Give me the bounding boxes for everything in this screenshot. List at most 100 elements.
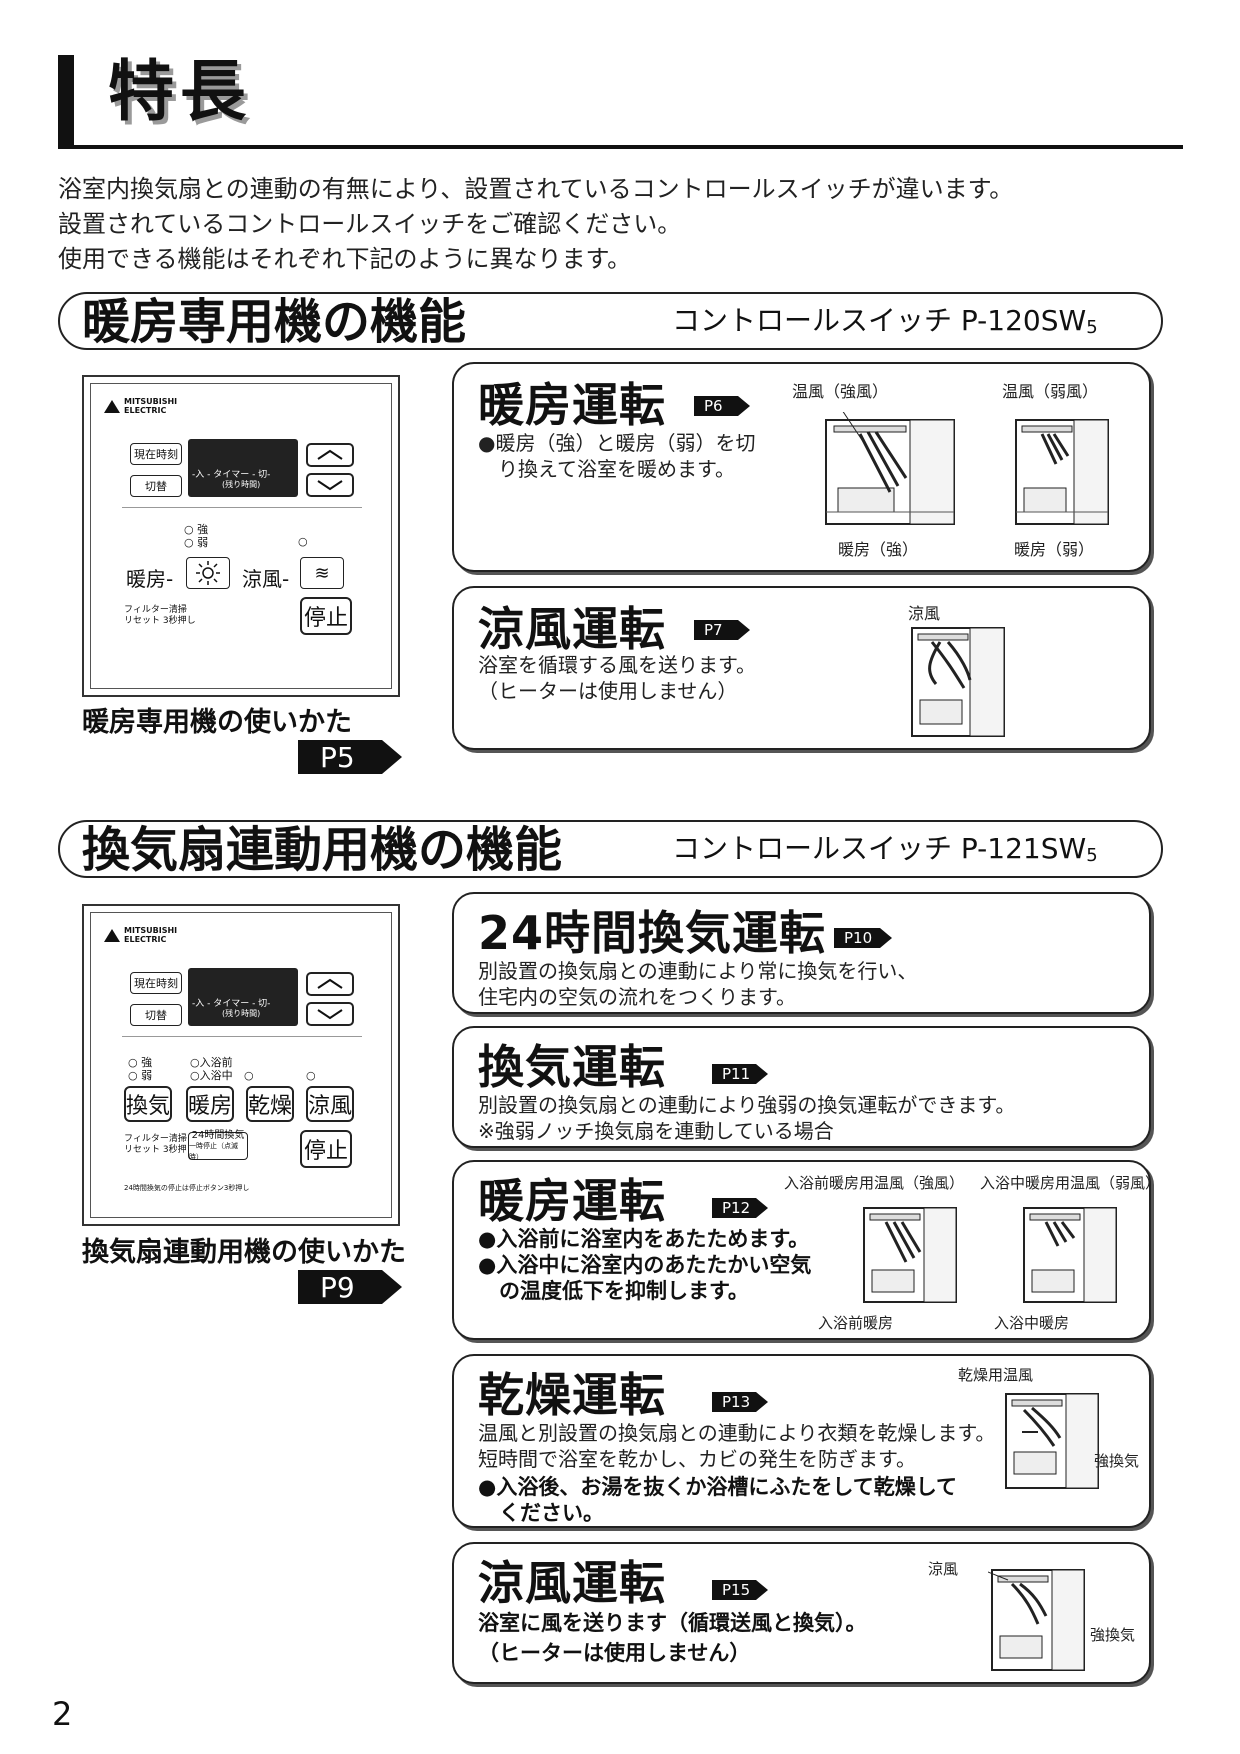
- caption: 暖房（弱）: [1014, 540, 1095, 559]
- card-body-line: ●入浴後、お湯を抜くか浴槽にふたをして乾燥して: [478, 1475, 958, 1499]
- cool-label-text: 涼風: [242, 567, 282, 591]
- card-body-line: （ヒーターは使用しません）: [478, 679, 738, 703]
- card-body-bold: 浴室に風を送ります（循環送風と換気）。 （ヒーターは使用しません）: [478, 1608, 867, 1668]
- usage-label: 暖房専用機の使いかた: [82, 707, 352, 738]
- section2-header: 換気扇連動用機の機能 コントロールスイッチ P-121SW5: [58, 820, 1163, 878]
- filter-reset-label: フィルター清掃 リセット 3秒押し: [124, 1134, 196, 1156]
- title-accent-bar: [58, 55, 74, 147]
- cool-label: 涼風-: [242, 567, 290, 591]
- card-body: ●暖房（強）と暖房（弱）を切 り換えて浴室を暖めます。: [478, 430, 755, 482]
- vent-button[interactable]: 換気: [124, 1086, 172, 1122]
- card-body: ●入浴前に浴室内をあたためます。 ●入浴中に浴室内のあたたかい空気 の温度低下を…: [478, 1226, 811, 1304]
- feature-card-heating-2: 暖房運転 P12 ●入浴前に浴室内をあたためます。 ●入浴中に浴室内のあたたかい…: [452, 1160, 1160, 1340]
- down-button[interactable]: [306, 473, 354, 497]
- caption: 入浴中暖房用温風（弱風）: [980, 1174, 1161, 1192]
- bathroom-heating-weak-illustration: [1015, 419, 1109, 525]
- chevron-up-icon: [317, 449, 343, 460]
- card-page-ref[interactable]: P15: [712, 1580, 768, 1600]
- card-page-ref[interactable]: P13: [712, 1392, 768, 1412]
- caption: 涼風: [928, 1560, 959, 1578]
- card-page-ref[interactable]: P6: [694, 396, 750, 416]
- stop-button[interactable]: 停止: [300, 597, 352, 635]
- card-body-line: 住宅内の空気の流れをつくります。: [478, 985, 796, 1009]
- bath-before-text: 入浴前: [199, 1056, 233, 1069]
- dry-button[interactable]: 乾燥: [246, 1086, 294, 1122]
- remote-footnote: 24時間換気の停止は停止ボタン3秒押し: [124, 1184, 250, 1192]
- caption: 強換気: [1090, 1626, 1136, 1644]
- card-body-line: 温風と別設置の換気扇との連動により衣類を乾燥します。: [478, 1421, 996, 1445]
- filter-line2: リセット 3秒押し: [124, 616, 196, 626]
- switch-button[interactable]: 切替: [130, 1004, 182, 1026]
- remote-panel: [90, 383, 392, 689]
- card-body-line: の温度低下を抑制します。: [478, 1279, 749, 1303]
- up-button[interactable]: [306, 972, 354, 996]
- bathroom-heating-strong-illustration: [825, 412, 955, 525]
- bath-during-text: 入浴中: [199, 1069, 233, 1082]
- brand-line2: ELECTRIC: [124, 406, 167, 415]
- usage-label: 換気扇連動用機の使いかた: [82, 1237, 406, 1268]
- intro-line: 浴室内換気扇との連動の有無により、設置されているコントロールスイッチが違います。: [58, 175, 1014, 203]
- card-body: 別設置の換気扇との連動により常に換気を行い、 住宅内の空気の流れをつくります。: [478, 958, 917, 1010]
- card-body-line: ●入浴前に浴室内をあたためます。: [478, 1227, 810, 1251]
- caption: 乾燥用温風: [958, 1366, 1034, 1384]
- card-title: 換気運転: [478, 1040, 666, 1094]
- level-strong-text: 強: [197, 523, 209, 536]
- lcd-timer-label: -入 - タイマー - 切-: [192, 999, 271, 1009]
- heating-button[interactable]: 暖房: [186, 1086, 234, 1122]
- stop-button[interactable]: 停止: [300, 1130, 352, 1168]
- card-body-line: ※強弱ノッチ換気扇を連動している場合: [478, 1119, 834, 1143]
- card-title: 暖房運転: [478, 1174, 666, 1228]
- card-body-line: （ヒーターは使用しません）: [478, 1641, 751, 1665]
- caption: 入浴中暖房: [994, 1314, 1070, 1332]
- page-ref-tag[interactable]: P5: [298, 740, 402, 774]
- clock-button[interactable]: 現在時刻: [130, 972, 182, 994]
- section2-model: コントロールスイッチ P-121SW5: [672, 832, 1098, 865]
- caption: 暖房（強）: [838, 540, 919, 559]
- bathroom-during-bath-illustration: [1023, 1207, 1117, 1303]
- card-page-ref[interactable]: P7: [694, 620, 750, 640]
- card-page-ref[interactable]: P12: [712, 1198, 768, 1218]
- caption: 温風（弱風）: [1002, 382, 1099, 401]
- card-title: 涼風運転: [478, 602, 666, 656]
- vent24-button[interactable]: 24時間換気 一時停止（点滅時）: [188, 1129, 248, 1161]
- cool-indicator: ○: [306, 1069, 316, 1082]
- caption: 入浴前暖房用温風（強風）: [784, 1174, 965, 1192]
- lcd-display: -入 - タイマー - 切- (残り時間): [188, 439, 298, 497]
- up-button[interactable]: [306, 443, 354, 467]
- cool-button[interactable]: 涼風: [306, 1086, 354, 1122]
- section2-model-prefix: コントロールスイッチ P-121SW: [672, 832, 1087, 865]
- section1-header: 暖房専用機の機能 コントロールスイッチ P-120SW5: [58, 292, 1163, 350]
- cool-button[interactable]: ≋: [300, 557, 344, 589]
- clock-button[interactable]: 現在時刻: [130, 443, 182, 465]
- card-title: 乾燥運転: [478, 1368, 666, 1422]
- card-body-line: ●暖房（強）と暖房（弱）を切: [478, 431, 756, 455]
- brand-line1: MITSUBISHI: [124, 926, 178, 935]
- section1-model-prefix: コントロールスイッチ P-120SW: [672, 304, 1087, 337]
- intro-line: 使用できる機能はそれぞれ下記のように異なります。: [58, 245, 632, 273]
- caption: 涼風: [908, 604, 941, 623]
- card-body: 浴室を循環する風を送ります。 （ヒーターは使用しません）: [478, 652, 756, 704]
- intro-text: 浴室内換気扇との連動の有無により、設置されているコントロールスイッチが違います。…: [58, 172, 1013, 277]
- card-body: 別設置の換気扇との連動により強弱の換気運転ができます。 ※強弱ノッチ換気扇を連動…: [478, 1092, 1015, 1144]
- card-page-ref[interactable]: P11: [712, 1064, 768, 1084]
- switch-button[interactable]: 切替: [130, 475, 182, 497]
- caption: 温風（強風）: [792, 382, 889, 401]
- card-body-line: 別設置の換気扇との連動により常に換気を行い、: [478, 959, 918, 983]
- page-ref-tag[interactable]: P9: [298, 1270, 402, 1304]
- divider: [122, 507, 362, 508]
- level-weak-label: ○ 弱: [184, 536, 209, 549]
- card-title: 涼風運転: [478, 1556, 666, 1610]
- heating-button[interactable]: [186, 557, 230, 589]
- down-button[interactable]: [306, 1002, 354, 1026]
- sun-icon: [196, 561, 220, 585]
- dry-indicator: ○: [244, 1069, 254, 1082]
- vent24-line1: 24時間換気: [191, 1129, 245, 1141]
- card-page-ref[interactable]: P10: [834, 928, 892, 948]
- lcd-display: -入 - タイマー - 切- (残り時間): [188, 968, 298, 1026]
- filter-line2: リセット 3秒押し: [124, 1145, 196, 1155]
- chevron-down-icon: [317, 1009, 343, 1020]
- mitsubishi-mark-icon: [104, 399, 120, 413]
